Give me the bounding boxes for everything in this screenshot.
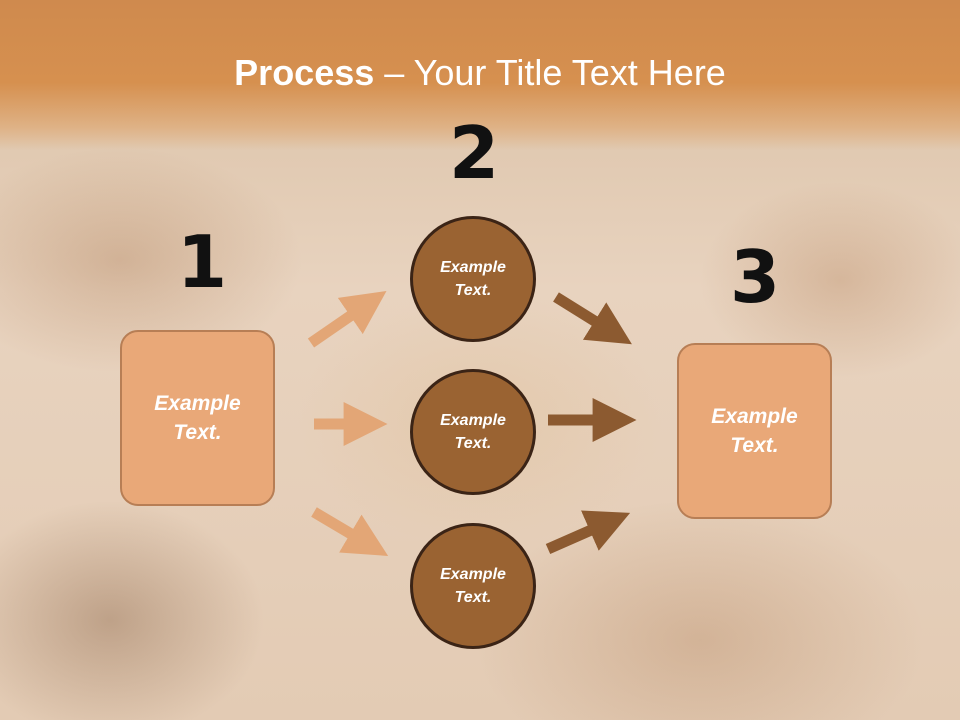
circle-bottom-line2: Text. bbox=[454, 589, 492, 606]
step-number-2: 2 bbox=[449, 111, 500, 195]
circle-top: Example Text. bbox=[410, 216, 536, 342]
arrow-start-to-top bbox=[307, 291, 387, 348]
start-box: Example Text. bbox=[120, 330, 275, 506]
title-rest-text: – Your Title Text Here bbox=[374, 52, 726, 93]
start-box-line2: Text. bbox=[173, 421, 222, 444]
circle-top-line2: Text. bbox=[454, 282, 492, 299]
circle-top-line1: Example bbox=[440, 259, 506, 276]
step-number-3: 3 bbox=[730, 235, 781, 319]
circle-bottom-line1: Example bbox=[440, 566, 506, 583]
arrow-bottom-to-end bbox=[545, 510, 631, 555]
arrow-top-to-end bbox=[553, 292, 632, 345]
title-band bbox=[0, 0, 960, 150]
circle-middle-line2: Text. bbox=[454, 435, 492, 452]
arrow-start-to-bottom bbox=[311, 507, 389, 556]
end-box: Example Text. bbox=[677, 343, 832, 519]
end-box-line1: Example bbox=[711, 405, 798, 428]
circle-bottom: Example Text. bbox=[410, 523, 536, 649]
start-box-line1: Example bbox=[154, 392, 241, 415]
circle-middle: Example Text. bbox=[410, 369, 536, 495]
circle-middle-line1: Example bbox=[440, 412, 506, 429]
end-box-line2: Text. bbox=[730, 434, 779, 457]
slide-title: Process – Your Title Text Here bbox=[0, 52, 960, 94]
title-bold-text: Process bbox=[234, 52, 375, 93]
step-number-1: 1 bbox=[177, 220, 228, 304]
